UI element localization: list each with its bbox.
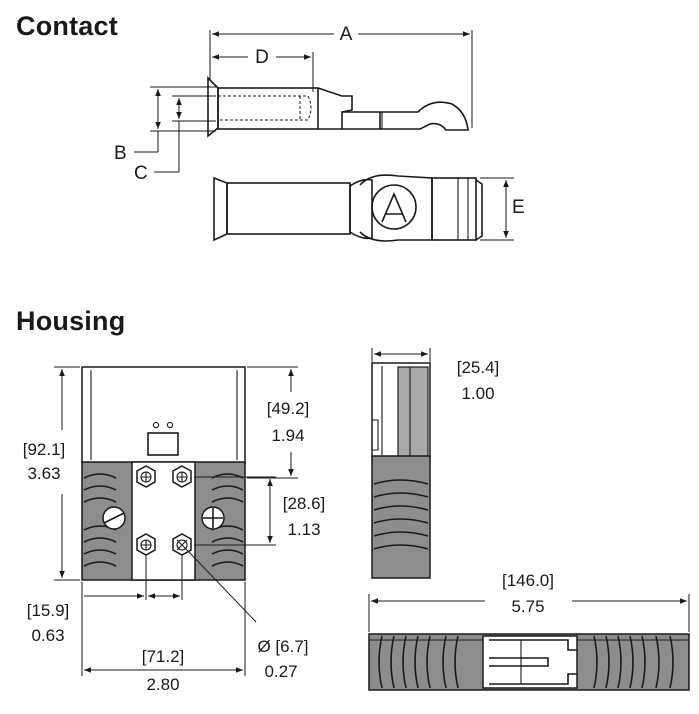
thickness-in-label: 1.00 <box>461 384 494 403</box>
dimension-length: [146.0] 5.75 <box>368 571 690 632</box>
hole-spacing-v-mm-label: [28.6] <box>283 494 326 513</box>
anderson-triangle-logo-icon <box>371 184 417 230</box>
length-in-label: 5.75 <box>511 597 544 616</box>
dimension-width: [71.2] 2.80 <box>81 582 246 694</box>
dimension-b-label: B <box>114 143 127 164</box>
hole-spacing-v-in-label: 1.13 <box>287 520 320 539</box>
dimension-c: C <box>134 95 216 184</box>
contact-top-view <box>213 174 483 242</box>
hole-dia-mm-label: Ø [6.7] <box>257 637 308 656</box>
hole-dia-in-label: 0.27 <box>264 662 297 681</box>
dimension-thickness: [25.4] 1.00 <box>371 348 500 403</box>
thickness-mm-label: [25.4] <box>457 358 500 377</box>
dimension-a: A <box>209 24 473 128</box>
width-in-label: 2.80 <box>146 675 179 694</box>
width-mm-label: [71.2] <box>142 647 185 666</box>
dimension-hole-diameter: Ø [6.7] 0.27 <box>186 549 309 681</box>
screw-bottom-right <box>172 533 192 556</box>
height-mm-label: [92.1] <box>23 440 66 459</box>
height-in-label: 3.63 <box>27 464 60 483</box>
dimension-e-label: E <box>512 197 525 218</box>
screw-top-right <box>172 465 192 488</box>
dimension-hole-spacing-vertical: [28.6] 1.13 <box>194 476 326 546</box>
dimension-a-label: A <box>340 24 353 45</box>
housing-bottom-view <box>368 633 690 691</box>
dimension-hole-spacing-horizontal: [15.9] 0.63 <box>27 555 183 645</box>
upper-mm-label: [49.2] <box>267 399 310 418</box>
screw-bottom-left <box>136 533 156 556</box>
hole-spacing-h-mm-label: [15.9] <box>27 601 70 620</box>
contact-heading: Contact <box>16 11 118 41</box>
housing-side-view <box>371 362 431 579</box>
contact-side-view <box>207 76 469 138</box>
hole-spacing-h-in-label: 0.63 <box>31 626 64 645</box>
housing-front-view <box>81 366 246 581</box>
length-mm-label: [146.0] <box>502 571 554 590</box>
dimension-b: B <box>114 86 216 164</box>
housing-heading: Housing <box>16 306 126 336</box>
upper-in-label: 1.94 <box>271 426 304 445</box>
dimension-height: [92.1] 3.63 <box>23 366 80 581</box>
dimension-c-label: C <box>134 163 148 184</box>
dimension-upper: [49.2] 1.94 <box>247 366 310 479</box>
dimension-d: D <box>212 47 314 92</box>
dimension-d-label: D <box>255 47 269 68</box>
screw-top-left <box>136 465 156 488</box>
dimension-e: E <box>480 177 525 241</box>
